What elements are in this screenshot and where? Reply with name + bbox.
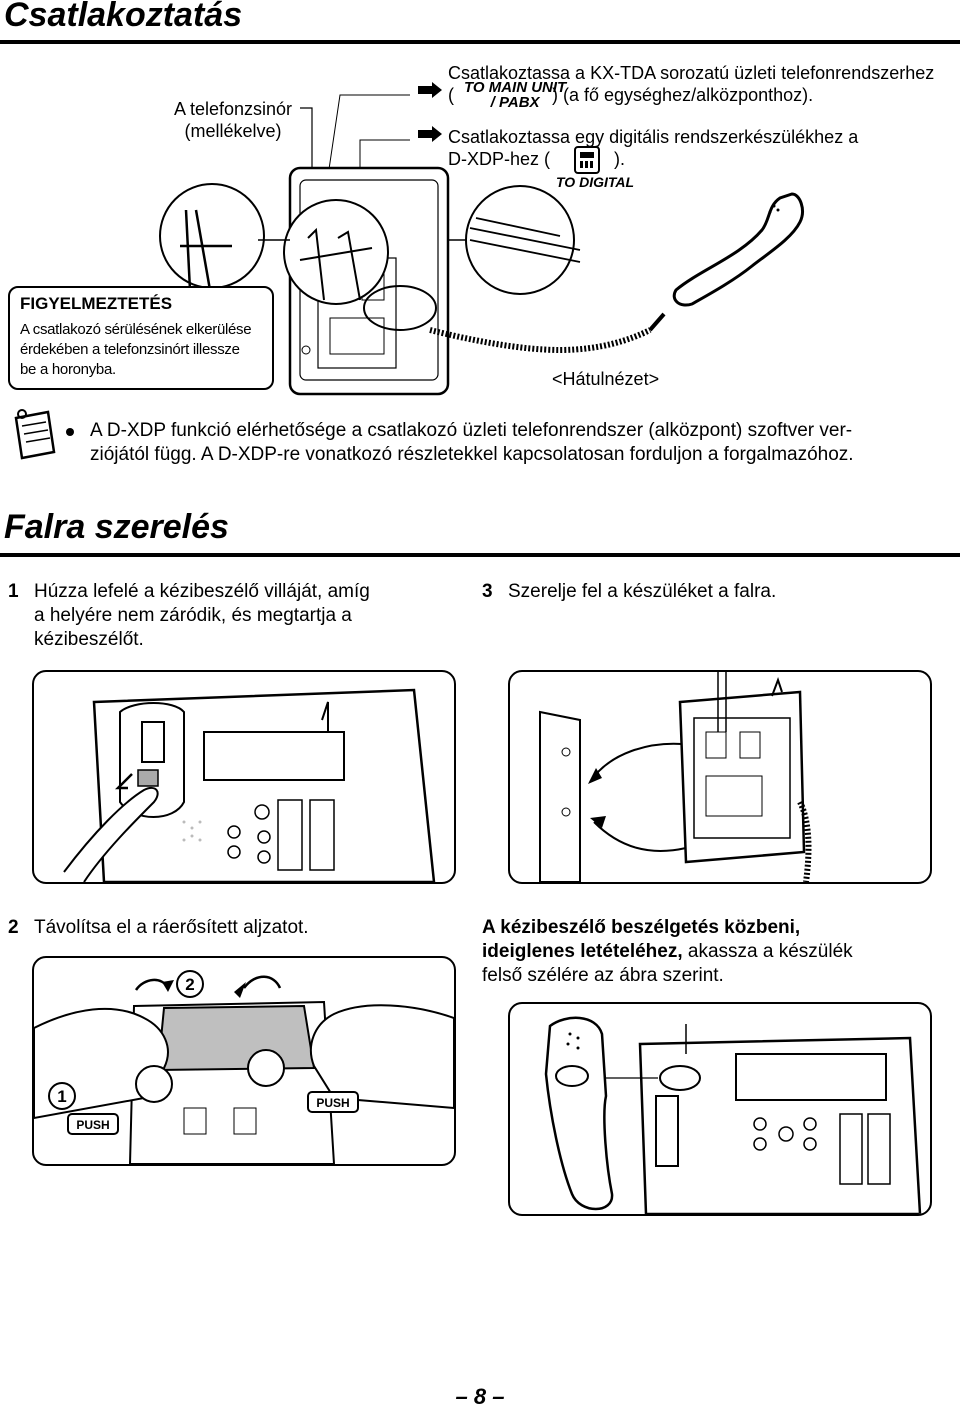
port-label-main-unit: TO MAIN UNIT / PABX: [464, 79, 567, 111]
section-title-wall-mount: Falra szerelés: [4, 508, 229, 546]
title-rule: [0, 40, 960, 44]
push-label-right: PUSH: [316, 1096, 349, 1110]
note-icon: [14, 409, 56, 460]
step3-text: Szerelje fel a készüléket a falra.: [508, 581, 777, 602]
step2-text: Távolítsa el a ráerősített aljzatot.: [34, 917, 309, 938]
figure-wall-mount: [508, 670, 932, 884]
figure-hook-switch: [32, 670, 456, 884]
warning-text: A csatlakozó sérülésének elkerülése érde…: [20, 321, 252, 378]
step-number: 2: [8, 917, 19, 938]
section-title-connection: Csatlakoztatás: [4, 0, 243, 34]
connect-digital-suffix: ).: [614, 149, 625, 169]
connect-pabx-close: ) (a fő egységhez/alközponthoz).: [552, 85, 814, 105]
step-number: 3: [482, 581, 493, 602]
push-label-left: PUSH: [76, 1118, 109, 1132]
step-marker-1: 1: [57, 1087, 66, 1106]
title-rule: [0, 553, 960, 557]
warning-title: FIGYELMEZTETÉS: [20, 294, 173, 313]
figure-remove-stand: 2 1 PUSH PUSH: [32, 956, 456, 1166]
figure-handset-rest: [508, 1002, 932, 1216]
port-label-digital: TO DIGITAL: [556, 174, 635, 190]
connection-illustration: [159, 82, 804, 396]
rear-view-label: <Hátulnézet>: [552, 369, 660, 389]
arrow-right-icon: [418, 126, 442, 142]
digital-phone-icon: [574, 146, 600, 174]
step1-text: Húzza lefelé a kézibeszélő villáját, amí…: [34, 581, 370, 650]
dxdp-note: A D-XDP funkció elérhetősége a csatlakoz…: [90, 420, 854, 465]
connect-digital-prefix: D-XDP-hez (: [448, 149, 551, 169]
connect-pabx-open: (: [448, 85, 454, 105]
cord-label: A telefonzsinór (mellékelve): [173, 99, 293, 141]
arrow-right-icon: [418, 82, 442, 98]
page-number: – 8 –: [455, 1384, 505, 1409]
connect-pabx-text: Csatlakoztassa a KX-TDA sorozatú üzleti …: [448, 63, 935, 83]
connect-digital-line1: Csatlakoztassa egy digitális rendszerkés…: [448, 127, 859, 147]
bullet: [66, 428, 74, 436]
handset-rest-note: A kézibeszélő beszélgetés közbeni, ideig…: [482, 917, 853, 986]
step-marker-2: 2: [185, 975, 194, 994]
step-number: 1: [8, 581, 19, 602]
warning-box: FIGYELMEZTETÉS A csatlakozó sérülésének …: [8, 286, 274, 390]
